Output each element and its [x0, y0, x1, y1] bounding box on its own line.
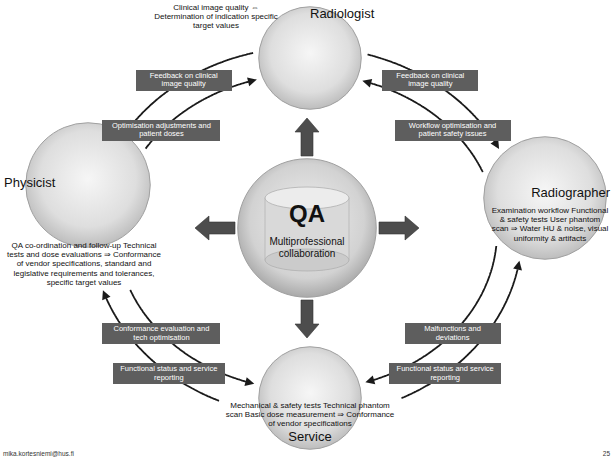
arrow-head	[362, 79, 372, 88]
block-arrow-shape	[195, 216, 235, 240]
role-circle: RadiologistClinical image quality ⇔ Dete…	[258, 6, 362, 110]
edge-label: Malfunctions and deviations	[405, 323, 501, 344]
edge-label: Conformance evaluation and tech optimisa…	[102, 323, 220, 344]
block-arrow-shape	[379, 216, 419, 240]
edge-label: Feedback on clinical image quality	[382, 70, 478, 91]
role-heading: Radiologist	[310, 7, 382, 22]
edge-label: Optimisation adjustments and patient dos…	[102, 120, 220, 141]
role-heading: Service	[260, 430, 360, 445]
footer-email: mika.kortesniemi@hus.fi	[3, 450, 133, 457]
arrow-head	[244, 377, 254, 386]
edge-label: Functional status and service reporting	[389, 363, 501, 384]
block-arrow-shape	[295, 300, 319, 338]
role-duties: Examination workflow Functional & safety…	[491, 206, 609, 243]
role-duties: Clinical image quality ⇔ Determination o…	[152, 3, 280, 31]
block-arrow	[379, 216, 419, 240]
cycle-arrow	[128, 53, 253, 130]
cycle-line	[133, 53, 253, 123]
circle-outline	[258, 6, 362, 110]
block-arrow-shape	[295, 118, 319, 156]
photo-disc	[259, 7, 362, 110]
edge-label: Feedback on clinical image quality	[136, 70, 232, 91]
arrow-head	[247, 77, 257, 86]
page-number: 25	[584, 450, 610, 457]
photo-disc	[259, 347, 362, 450]
role-heading: Radiographer	[526, 186, 610, 201]
hub-subtitle: Multiprofessional collaboration	[252, 236, 362, 259]
edge-label: Workflow optimisation and patient safety…	[395, 120, 511, 141]
block-arrow	[295, 300, 319, 338]
block-arrow	[295, 118, 319, 156]
block-arrow	[195, 216, 235, 240]
arrow-head	[513, 261, 522, 271]
role-circle: RadiographerExamination workflow Functio…	[483, 136, 607, 260]
arrow-head	[365, 376, 375, 385]
arrow-head	[102, 290, 110, 300]
role-circle: ServiceMechanical & safety tests Technic…	[258, 346, 362, 450]
photo-disc	[238, 159, 377, 298]
circle-outline	[237, 158, 377, 298]
hub-title: QA	[237, 200, 377, 228]
role-heading: Physicist	[4, 176, 66, 191]
cycle-line	[106, 298, 219, 401]
cycle-line	[373, 246, 496, 380]
role-duties: Mechanical & safety tests Technical phan…	[222, 401, 398, 429]
qa-hub-circle: QA Multiprofessional collaboration	[237, 158, 377, 298]
role-duties: QA co-ordination and follow-up Technical…	[4, 241, 164, 287]
edge-label: Functional status and service reporting	[113, 363, 225, 384]
